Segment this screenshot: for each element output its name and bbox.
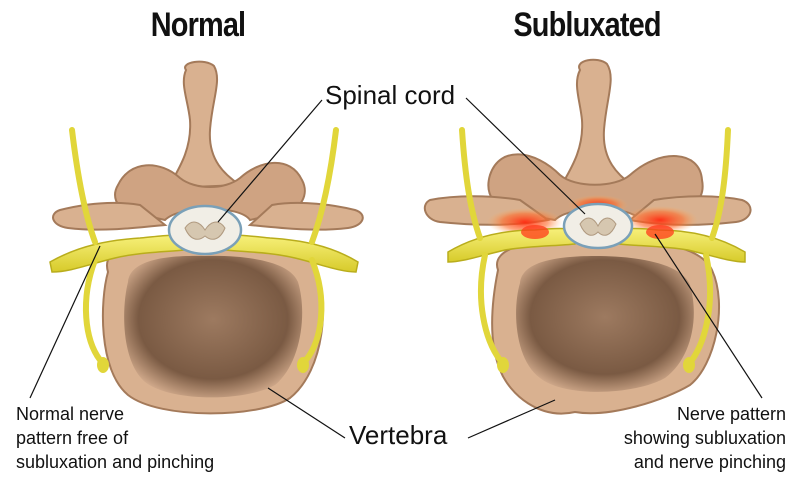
label-subluxated-nerve-pattern: Nerve pattern showing subluxation and ne… xyxy=(624,402,786,474)
label-normal-line-1: Normal nerve xyxy=(16,402,214,426)
label-sub-line-3: and nerve pinching xyxy=(624,450,786,474)
subluxated-vertebra xyxy=(425,60,751,414)
leader-vertebra-normal xyxy=(268,388,345,438)
label-normal-nerve-pattern: Normal nerve pattern free of subluxation… xyxy=(16,402,214,474)
label-spinal-cord: Spinal cord xyxy=(325,80,455,110)
title-normal: Normal xyxy=(130,6,266,45)
label-normal-line-2: pattern free of xyxy=(16,426,214,450)
normal-spinous-process xyxy=(168,62,240,188)
label-sub-line-2: showing subluxation xyxy=(624,426,786,450)
label-sub-line-1: Nerve pattern xyxy=(624,402,786,426)
normal-vertebra xyxy=(50,62,363,414)
title-subluxated: Subluxated xyxy=(502,6,672,45)
normal-body-inner xyxy=(124,256,302,398)
label-normal-line-3: subluxation and pinching xyxy=(16,450,214,474)
subluxated-body-inner xyxy=(516,256,694,392)
subluxated-spinous-process xyxy=(560,60,632,188)
label-vertebra: Vertebra xyxy=(349,420,447,450)
leader-vertebra-sub xyxy=(468,400,555,438)
